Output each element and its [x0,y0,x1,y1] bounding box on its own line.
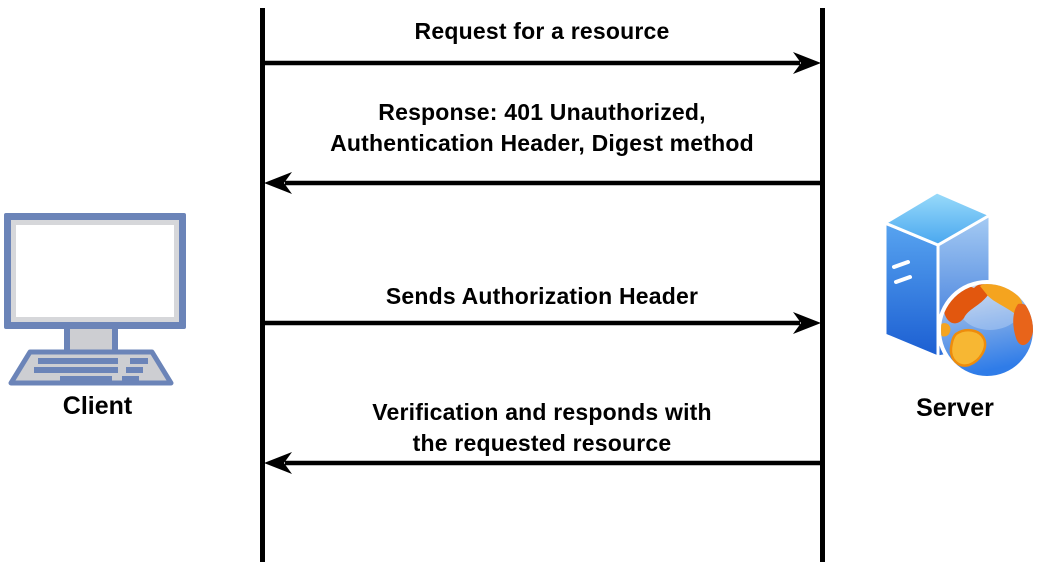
desktop-computer-icon [4,213,186,386]
server-lifeline [820,8,825,562]
monitor-stand [64,329,118,352]
message-line: Sends Authorization Header [385,283,699,309]
message-arrow-authorization [263,312,821,334]
message-label-authorization: Sends Authorization Header [262,281,822,312]
server-label: Server [916,394,994,422]
monitor [4,213,186,329]
message-line: Authentication Header, Digest method [330,130,754,156]
message-arrow-request [263,52,821,74]
client-lifeline [260,8,265,562]
message-line: Verification and responds with [372,399,712,425]
message-arrow-response-401 [264,172,822,194]
message-line: Request for a resource [414,18,670,44]
message-arrow-resource [264,452,822,474]
keyboard [8,349,174,386]
message-line: the requested resource [412,430,672,456]
client-label: Client [62,392,133,420]
message-label-resource: Verification and responds with the reque… [262,397,822,459]
message-label-response-401: Response: 401 Unauthorized, Authenticati… [262,97,822,159]
message-label-request: Request for a resource [262,16,822,47]
message-line: Response: 401 Unauthorized, [378,99,706,125]
globe [937,280,1037,380]
server-globe-icon [883,190,1037,380]
